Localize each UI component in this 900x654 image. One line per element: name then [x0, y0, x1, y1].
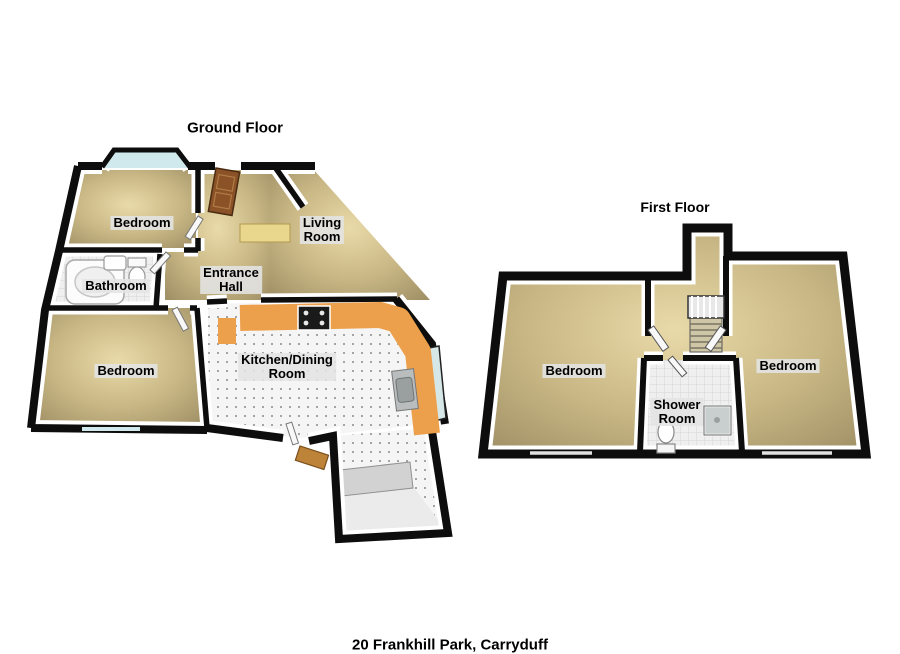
label-first-bedroom-right: Bedroom	[756, 358, 820, 374]
staircase	[687, 295, 725, 353]
extension-lower-floor	[340, 486, 447, 537]
bedroom-left-door	[647, 325, 670, 352]
kitchen-counter	[239, 302, 440, 436]
address-caption: 20 Frankhill Park, Carryduff	[352, 636, 548, 654]
front-door	[207, 167, 241, 217]
bathroom-sink	[103, 255, 127, 271]
label-living-room: Living Room	[299, 215, 345, 245]
bedroom-right-door	[704, 325, 727, 352]
ground-floor-title: Ground Floor	[187, 119, 283, 137]
label-first-bedroom-left: Bedroom	[542, 363, 606, 379]
ground-floor-plan	[23, 142, 458, 548]
first-inner-walls	[637, 256, 745, 453]
hall-shelf	[239, 223, 291, 243]
shower-room-door	[667, 355, 688, 378]
bedroom-front-door	[184, 215, 204, 241]
label-entrance-hall: Entrance Hall	[200, 265, 262, 295]
living-room-floor	[270, 170, 430, 300]
label-bedroom-front: Bedroom	[110, 215, 174, 231]
first-floor-plan	[473, 219, 876, 463]
rear-step	[294, 445, 330, 471]
kitchen-rear-door	[285, 421, 300, 446]
bay-window	[102, 152, 189, 168]
hob-burners	[303, 310, 325, 326]
kitchen-sink	[391, 368, 419, 412]
bay-window-frame	[99, 147, 192, 169]
kitchen-counter-stub	[218, 318, 236, 344]
bathroom-door	[149, 251, 172, 275]
label-bedroom-rear: Bedroom	[94, 363, 158, 379]
first-floor-title: First Floor	[640, 199, 710, 215]
label-shower-room: Shower Room	[650, 397, 704, 427]
hob	[297, 305, 331, 331]
bedroom-rear-door	[171, 306, 190, 332]
label-kitchen-dining: Kitchen/Dining Room	[238, 352, 336, 382]
shower-tray	[702, 404, 733, 437]
stair-railing	[691, 296, 717, 318]
shower-toilet	[656, 420, 676, 454]
ground-inner-walls	[46, 165, 398, 429]
label-bathroom: Bathroom	[82, 278, 150, 294]
